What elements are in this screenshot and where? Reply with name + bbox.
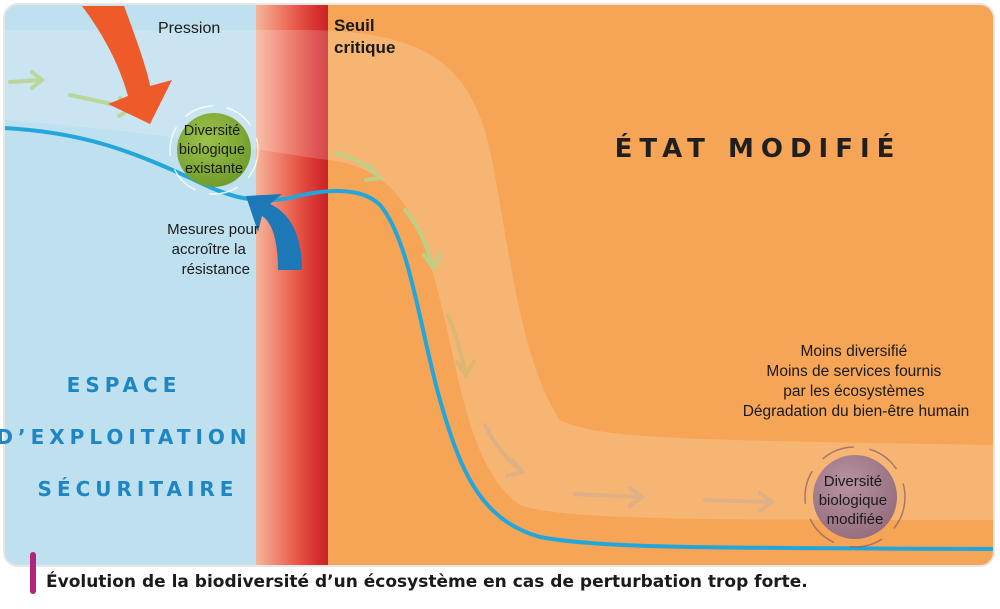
pressure-label: Pression [158,20,220,37]
resistance-arrow [246,194,302,270]
transition-band [4,30,994,520]
safe-space-label: ESPACE D’EXPLOITATION SÉCURITAIRE [0,373,264,501]
threshold-label: Seuil critique [334,16,395,57]
existing-diversity-label: Diversité biologique existante [179,123,249,177]
resistance-measures-label: Mesures pour accroître la résistance [167,221,263,278]
figure-caption: Évolution de la biodiversité d’un écosys… [46,572,808,592]
existing-diversity-circle [169,105,259,195]
consequences-label: Moins diversifié Moins de services fourn… [743,343,970,420]
caption-marker [30,552,36,594]
modified-state-title: ÉTAT MODIFIÉ [615,132,902,164]
pressure-arrow [82,6,172,124]
threshold-band [256,4,328,566]
modified-diversity-circle [804,446,906,548]
diagram-frame [3,3,995,567]
modified-diversity-label: Diversité biologique modifiée [819,473,892,528]
